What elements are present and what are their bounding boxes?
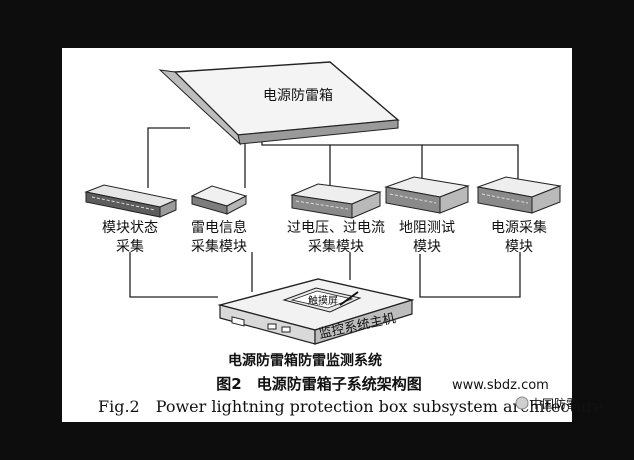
module-1-label-line1: 模块状态 bbox=[102, 220, 158, 236]
touchscreen-label: 触摸屏 bbox=[308, 294, 338, 307]
caption-cn: 图2 电源防雷箱子系统架构图 bbox=[216, 375, 421, 393]
watermark-site: www.sbdz.com bbox=[452, 378, 549, 393]
module-2-label-line2: 采集模块 bbox=[191, 238, 247, 255]
module-1-label-line2: 采集 bbox=[116, 238, 144, 255]
module-labels: 模块状态 采集 雷电信息 采集模块 过电压、过电流 采集模块 地阻测试 模块 电… bbox=[102, 219, 547, 255]
watermark-brand-text: 中国防雷 bbox=[530, 396, 578, 411]
module-device-1 bbox=[84, 184, 178, 218]
module-3-label-line2: 采集模块 bbox=[308, 238, 364, 255]
module-2-label-line1: 雷电信息 bbox=[191, 219, 247, 236]
module-device-4 bbox=[384, 176, 470, 214]
monitoring-host: 触摸屏 监控系统主机 bbox=[217, 278, 415, 345]
module-3-label-line1: 过电压、过电流 bbox=[287, 220, 385, 236]
module-4-label-line2: 模块 bbox=[413, 239, 441, 255]
top-box-label: 电源防雷箱 bbox=[263, 88, 333, 104]
module-device-2 bbox=[190, 185, 248, 215]
module-device-5 bbox=[476, 176, 562, 214]
module-device-3 bbox=[290, 183, 382, 219]
watermark-brand: 中国防雷 bbox=[515, 396, 578, 411]
module-5-label-line2: 模块 bbox=[505, 239, 533, 255]
module-5-label-line1: 电源采集 bbox=[491, 219, 547, 236]
module-4-label-line1: 地阻测试 bbox=[399, 220, 455, 236]
system-label: 电源防雷箱防雷监测系统 bbox=[228, 352, 382, 369]
caption-en: Fig.2 Power lightning protection box sub… bbox=[98, 397, 603, 416]
brand-logo-icon bbox=[515, 396, 529, 410]
lightning-protection-box: 电源防雷箱 bbox=[158, 61, 400, 146]
